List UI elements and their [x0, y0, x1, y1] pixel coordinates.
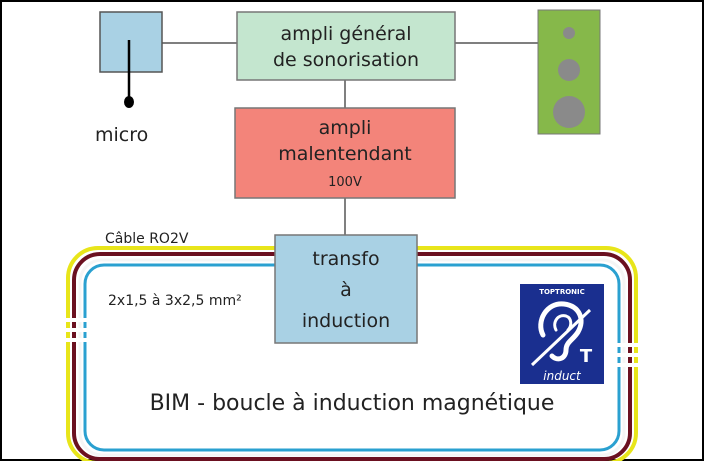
- amp-general-line2: de sonorisation: [273, 49, 419, 71]
- loop-caption: BIM - boucle à induction magnétique: [150, 391, 555, 416]
- hearing-loop-logo: TOPTRONIC T induct: [520, 284, 604, 384]
- amp-general-line1: ampli général: [280, 23, 411, 45]
- amp-impaired-voltage: 100V: [328, 175, 362, 190]
- cable-label: Câble RO2V: [105, 231, 189, 247]
- speaker-cone-medium: [558, 59, 580, 81]
- micro-label: micro: [95, 124, 148, 146]
- speaker-cone-large: [553, 96, 585, 128]
- ear-inner-icon: [553, 314, 573, 332]
- logo-letter: T: [580, 346, 593, 367]
- microphone: [99, 11, 163, 108]
- amp-impaired-line1: ampli: [319, 117, 372, 139]
- wires: [162, 42, 538, 235]
- ear-slash-icon: [530, 308, 592, 367]
- transformer-block: [274, 234, 418, 344]
- logo-header: TOPTRONIC: [539, 288, 585, 296]
- transformer-line3: induction: [302, 310, 390, 332]
- loop-break-marks: [60, 318, 644, 367]
- microphone-head: [124, 96, 134, 108]
- ear-icon: [538, 301, 584, 362]
- logo-word: induct: [543, 369, 582, 383]
- logo-background: [520, 284, 604, 384]
- amp-impaired-block: [234, 107, 456, 199]
- transformer-line1: transfo: [312, 248, 379, 270]
- microphone-box: [99, 11, 163, 73]
- speaker-cone-small: [563, 27, 575, 39]
- amp-general-block: [236, 11, 456, 81]
- amp-impaired-line2: malentendant: [278, 143, 412, 165]
- section-label: 2x1,5 à 3x2,5 mm²: [108, 293, 242, 309]
- transformer-line2: à: [340, 279, 352, 301]
- speaker: [537, 9, 601, 135]
